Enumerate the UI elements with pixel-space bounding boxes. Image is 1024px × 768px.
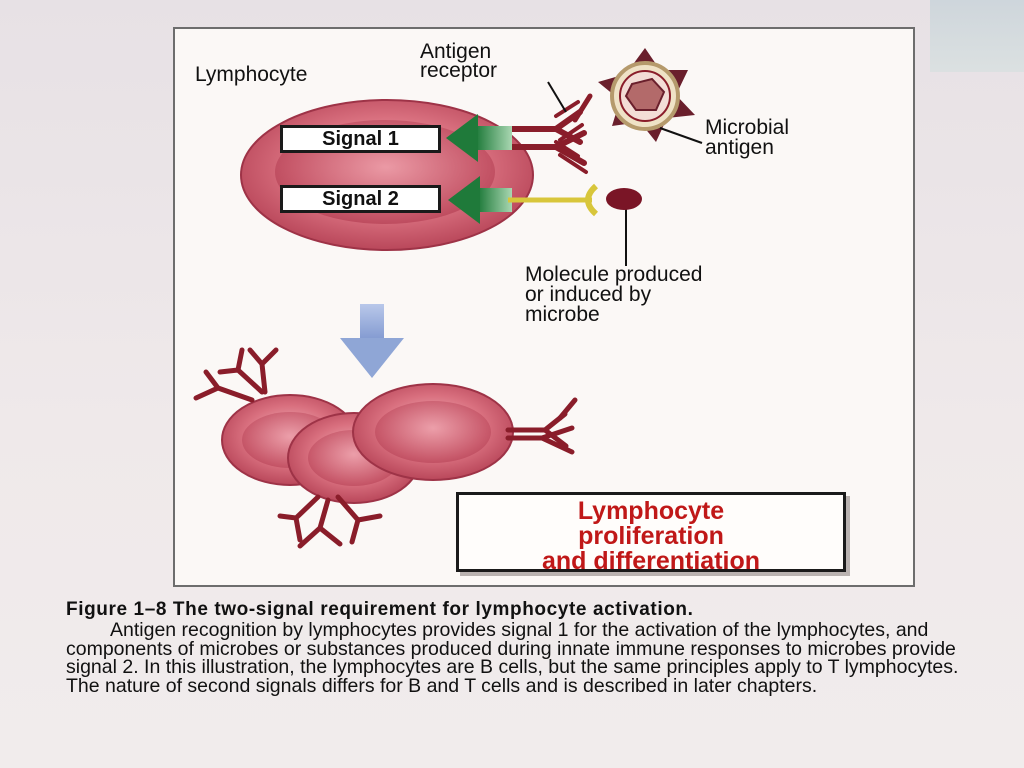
signal2-receptor — [508, 183, 642, 217]
signal-1-box: Signal 1 — [280, 125, 441, 153]
signal2-arrow — [448, 176, 512, 224]
caption-title: Figure 1–8 The two-signal requirement fo… — [66, 599, 694, 620]
microbial-antigen-label: Microbial antigen — [705, 116, 790, 159]
signal-2-box: Signal 2 — [280, 185, 441, 213]
down-arrow — [340, 304, 404, 378]
antigen-receptor-label: Antigen receptor — [420, 40, 498, 82]
proliferated-cells — [221, 383, 514, 504]
result-label: Lymphocyte proliferation and differentia… — [541, 497, 761, 575]
antigen-receptor-bottom — [505, 123, 588, 174]
pointer-lines — [547, 81, 703, 266]
signal-1-label: Signal 1 — [322, 128, 399, 150]
small-receptors — [193, 347, 578, 549]
corner-patch — [930, 0, 1024, 72]
molecule-label: Molecule produced or induced by microbe — [525, 263, 703, 326]
figure-caption: Figure 1–8 The two-signal requirement fo… — [66, 600, 982, 696]
main-lymphocyte — [240, 99, 534, 251]
signal-2-label: Signal 2 — [322, 188, 399, 210]
caption-body: Antigen recognition by lymphocytes provi… — [66, 619, 959, 698]
signal1-arrow — [446, 114, 512, 162]
result-box: Lymphocyte proliferation and differentia… — [456, 492, 846, 575]
microbe — [598, 48, 695, 142]
lymphocyte-label: Lymphocyte — [195, 63, 308, 86]
